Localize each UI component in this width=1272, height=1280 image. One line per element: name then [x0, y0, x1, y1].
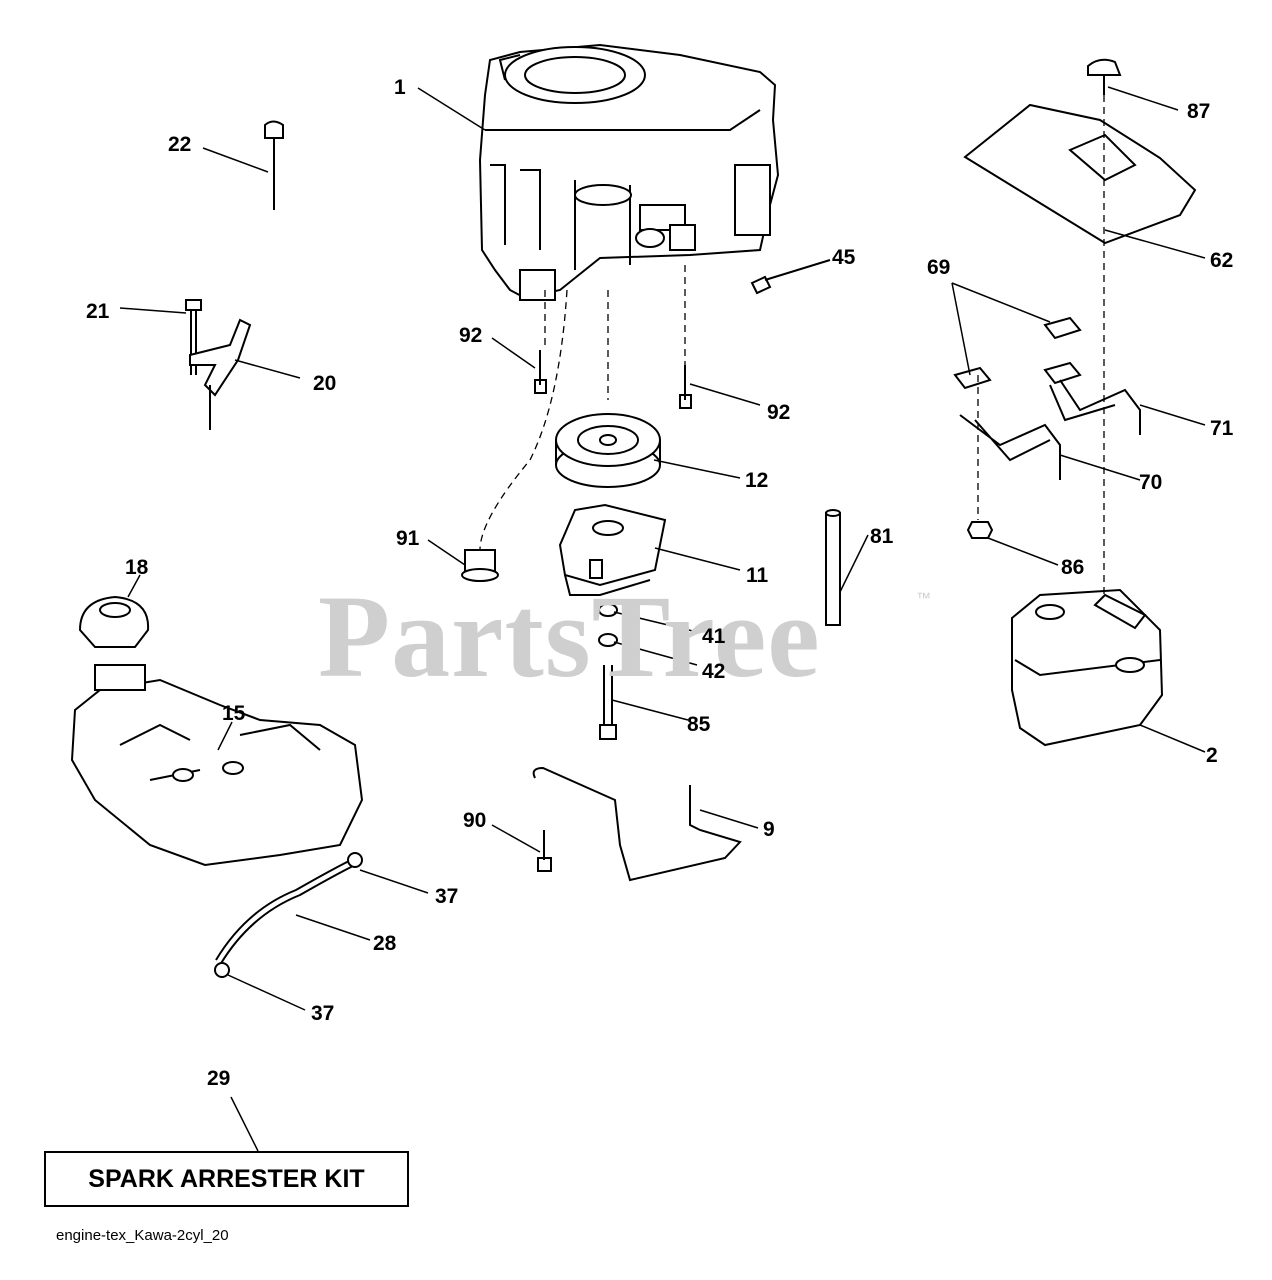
- callout-81[interactable]: 81: [870, 525, 894, 548]
- callout-28[interactable]: 28: [373, 932, 397, 955]
- callout-87[interactable]: 87: [1187, 100, 1211, 123]
- callout-45[interactable]: 45: [832, 246, 856, 269]
- callout-20[interactable]: 20: [313, 372, 337, 395]
- callout-42[interactable]: 42: [702, 660, 726, 683]
- callout-71[interactable]: 71: [1210, 417, 1234, 440]
- callout-69[interactable]: 69: [927, 256, 951, 279]
- callout-90[interactable]: 90: [463, 809, 487, 832]
- fuel-tank-drawing: [70, 664, 364, 867]
- pulley-drawing: [555, 413, 661, 488]
- callout-9[interactable]: 9: [763, 818, 775, 841]
- callout-21[interactable]: 21: [86, 300, 110, 323]
- callout-86[interactable]: 86: [1061, 556, 1085, 579]
- spark-arrester-kit-box[interactable]: SPARK ARRESTER KIT: [44, 1151, 409, 1207]
- muffler-drawing: [1011, 588, 1164, 747]
- callout-15[interactable]: 15: [222, 702, 246, 725]
- callout-22[interactable]: 22: [168, 133, 192, 156]
- callout-18[interactable]: 18: [125, 556, 149, 579]
- callout-2[interactable]: 2: [1206, 744, 1218, 767]
- callout-85[interactable]: 85: [687, 713, 711, 736]
- clutch-drawing: [558, 503, 667, 596]
- callout-91[interactable]: 91: [396, 527, 420, 550]
- callout-92-right[interactable]: 92: [767, 401, 791, 424]
- callout-29[interactable]: 29: [207, 1067, 231, 1090]
- callout-37-lower[interactable]: 37: [311, 1002, 335, 1025]
- callout-41[interactable]: 41: [702, 625, 726, 648]
- callout-62[interactable]: 62: [1210, 249, 1234, 272]
- callout-92-left[interactable]: 92: [459, 324, 483, 347]
- callout-12[interactable]: 12: [745, 469, 769, 492]
- callout-1[interactable]: 1: [394, 76, 406, 99]
- callout-70[interactable]: 70: [1139, 471, 1163, 494]
- diagram-id: engine-tex_Kawa-2cyl_20: [56, 1227, 229, 1244]
- engine-drawing: [478, 43, 780, 301]
- callout-11[interactable]: 11: [746, 564, 769, 587]
- callout-37-upper[interactable]: 37: [435, 885, 459, 908]
- watermark-text: PartsTree: [318, 571, 821, 702]
- watermark-trademark: ™: [916, 590, 931, 607]
